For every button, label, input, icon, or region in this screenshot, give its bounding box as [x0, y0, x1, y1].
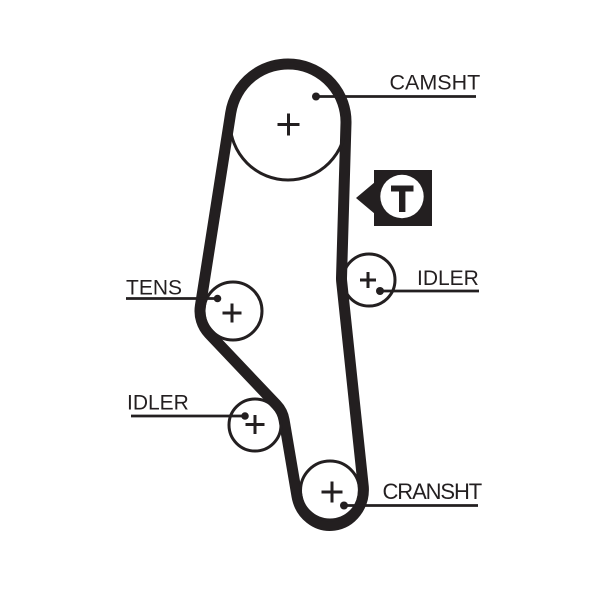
svg-text:CRANSHT: CRANSHT: [383, 479, 482, 504]
svg-text:IDLER: IDLER: [127, 392, 189, 415]
svg-text:CAMSHT: CAMSHT: [390, 70, 481, 94]
svg-text:TENS: TENS: [126, 277, 182, 300]
svg-text:IDLER: IDLER: [417, 267, 479, 290]
